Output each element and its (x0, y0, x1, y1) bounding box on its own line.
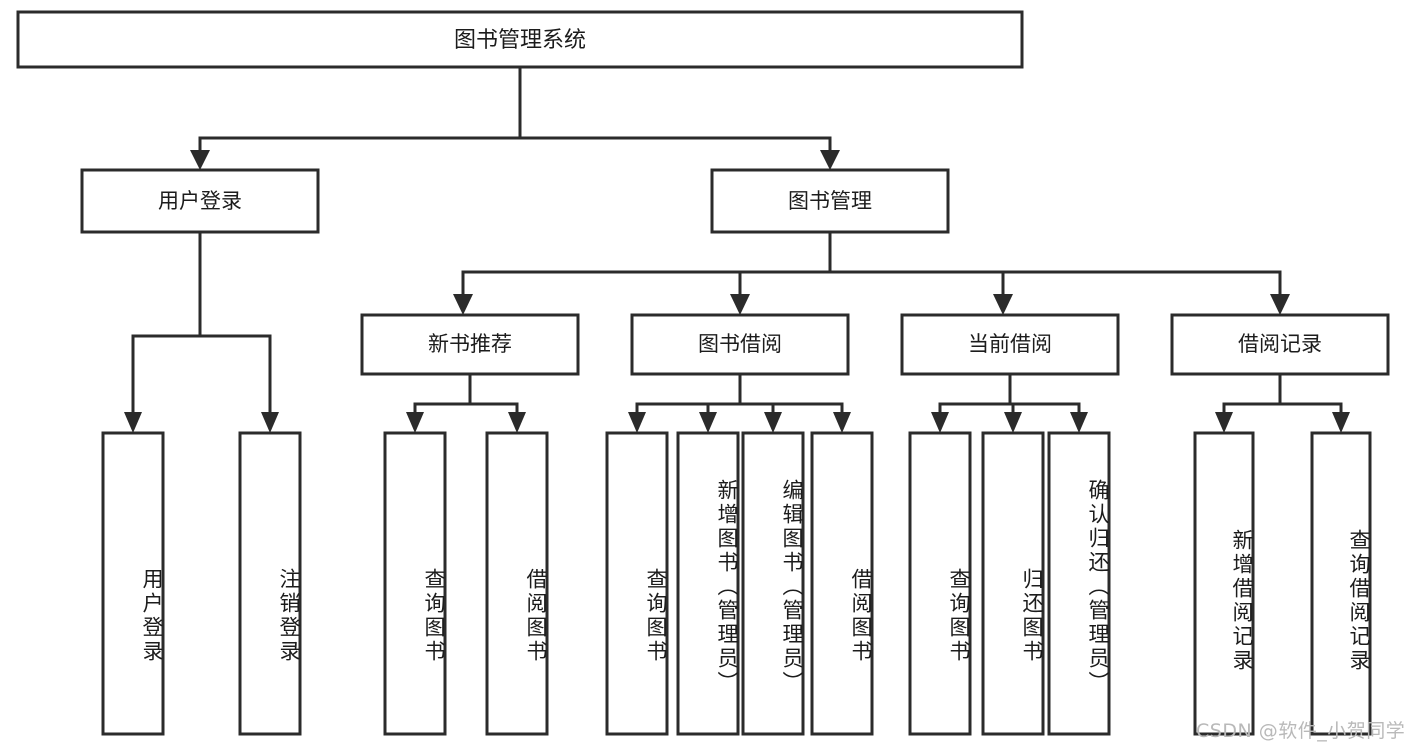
arrowhead-leaf-borrow-book-1 (508, 412, 526, 433)
node-current-borrow-box[interactable] (900, 313, 1120, 376)
connectors-root-to-level2 (190, 65, 840, 170)
node-root-box[interactable] (16, 10, 1024, 69)
node-user-login-label: 用户登录 (158, 189, 242, 213)
node-borrow-record-box[interactable] (1170, 313, 1390, 376)
arrowhead-leaf-edit-book (764, 412, 782, 433)
arrowhead-book-manage (820, 150, 840, 170)
arrowhead-leaf-user-logout (261, 412, 279, 433)
node-book-borrow-box[interactable] (630, 313, 850, 376)
arrowhead-leaf-add-record (1215, 412, 1233, 433)
arrowhead-user-login (190, 150, 210, 170)
leaf-box-query-book-1[interactable] (383, 431, 447, 736)
node-book-manage-box[interactable] (710, 168, 950, 234)
leaf-box-confirm-return[interactable] (1047, 431, 1111, 736)
arrowhead-book-borrow (730, 294, 750, 315)
arrowhead-leaf-query-record (1332, 412, 1350, 433)
connectors-user-login-to-leaves (124, 230, 279, 433)
leaf-box-edit-book[interactable] (741, 431, 805, 736)
leaf-box-add-book[interactable] (676, 431, 740, 736)
leaf-box-user-logout[interactable] (238, 431, 302, 736)
connectors-borrow-record-to-leaves (1215, 372, 1350, 433)
arrowhead-borrow-record (1270, 294, 1290, 315)
connectors-current-borrow-to-leaves (931, 372, 1088, 433)
node-user-login-box[interactable] (80, 168, 320, 234)
connectors-book-manage-to-level3 (453, 230, 1290, 315)
leaf-box-user-login[interactable] (101, 431, 165, 736)
leaf-box-return-book[interactable] (981, 431, 1045, 736)
node-current-borrow[interactable]: 当前借阅 (900, 313, 1120, 376)
arrowhead-new-book-rec (453, 294, 473, 315)
arrowhead-current-borrow (993, 294, 1013, 315)
node-book-manage[interactable]: 图书管理 (710, 168, 950, 234)
node-borrow-record-label: 借阅记录 (1238, 332, 1322, 356)
arrowhead-leaf-confirm-return (1070, 412, 1088, 433)
leaf-boxes (101, 431, 1372, 736)
leaf-box-add-record[interactable] (1193, 431, 1255, 736)
arrowhead-leaf-return-book (1004, 412, 1022, 433)
leaf-box-query-record[interactable] (1310, 431, 1372, 736)
node-new-book-rec[interactable]: 新书推荐 (360, 313, 580, 376)
node-new-book-rec-label: 新书推荐 (428, 332, 512, 356)
leaf-box-borrow-book-2[interactable] (810, 431, 874, 736)
connectors-book-borrow-to-leaves (628, 372, 851, 433)
node-current-borrow-label: 当前借阅 (968, 332, 1052, 356)
node-user-login[interactable]: 用户登录 (80, 168, 320, 234)
node-root-label: 图书管理系统 (454, 28, 586, 53)
csdn-watermark: CSDN @软件_小贺同学 (1196, 720, 1405, 742)
node-book-borrow[interactable]: 图书借阅 (630, 313, 850, 376)
leaf-box-query-book-2[interactable] (605, 431, 669, 736)
node-root[interactable]: 图书管理系统 (16, 10, 1024, 69)
node-book-borrow-label: 图书借阅 (698, 332, 782, 356)
connectors-new-book-rec-to-leaves (406, 372, 526, 433)
arrowhead-leaf-add-book (699, 412, 717, 433)
leaf-box-borrow-book-1[interactable] (485, 431, 549, 736)
leaf-box-query-book-3[interactable] (908, 431, 972, 736)
arrowhead-leaf-user-login (124, 412, 142, 433)
arrowhead-leaf-borrow-book-2 (833, 412, 851, 433)
node-book-manage-label: 图书管理 (788, 189, 872, 213)
arrowhead-leaf-query-book-2 (628, 412, 646, 433)
node-borrow-record[interactable]: 借阅记录 (1170, 313, 1390, 376)
node-new-book-rec-box[interactable] (360, 313, 580, 376)
arrowhead-leaf-query-book-1 (406, 412, 424, 433)
arrowhead-leaf-query-book-3 (931, 412, 949, 433)
